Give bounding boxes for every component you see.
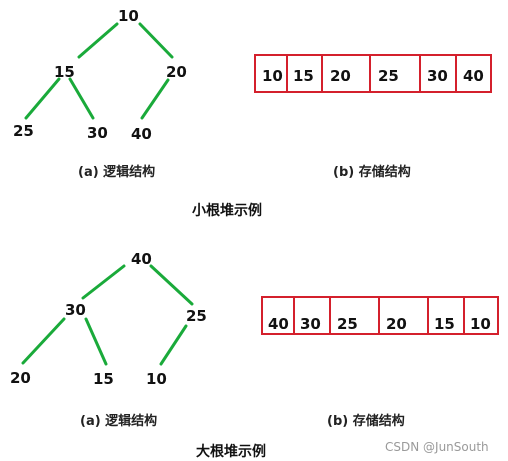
min-array-cell-2: 20 xyxy=(330,67,351,85)
edge-10-20 xyxy=(138,22,174,59)
min-heap-title: 小根堆示例 xyxy=(192,202,262,219)
min-heap-tree: 10 15 20 25 30 40 xyxy=(13,7,187,143)
min-array-cell-1: 15 xyxy=(293,67,314,85)
max-heap-array: 40 30 25 20 15 10 xyxy=(261,296,499,335)
max-tree-l2-a: 20 xyxy=(10,369,31,387)
edge-40-30 xyxy=(81,264,126,300)
max-array-cell-5: 10 xyxy=(470,315,491,333)
min-array-cell-5: 40 xyxy=(463,67,484,85)
edge-15-25 xyxy=(24,77,61,120)
max-heap-tree: 40 30 25 20 15 10 xyxy=(10,250,207,388)
min-tree-l2-a: 25 xyxy=(13,122,34,140)
max-tree-l1-right: 25 xyxy=(186,307,207,325)
edge-40-25 xyxy=(149,264,194,306)
edge-30-15 xyxy=(84,317,108,366)
min-caption-array: (b) 存储结构 xyxy=(333,164,411,180)
edge-20-40 xyxy=(140,78,170,120)
max-tree-l2-b: 15 xyxy=(93,370,114,388)
max-tree-l1-left: 30 xyxy=(65,301,86,319)
min-tree-root: 10 xyxy=(118,7,139,25)
edge-15-30 xyxy=(68,77,95,120)
min-array-cell-4: 30 xyxy=(427,67,448,85)
min-tree-l1-right: 20 xyxy=(166,63,187,81)
max-tree-l2-c: 10 xyxy=(146,370,167,388)
max-heap-title: 大根堆示例 xyxy=(196,443,266,460)
min-tree-l1-left: 15 xyxy=(54,63,75,81)
watermark: CSDN @JunSouth xyxy=(385,440,489,454)
edge-10-15 xyxy=(77,22,119,59)
array-outer-border xyxy=(254,54,492,93)
min-tree-l2-c: 40 xyxy=(131,125,152,143)
edge-25-10 xyxy=(159,324,188,366)
max-array-cell-0: 40 xyxy=(268,315,289,333)
min-array-cell-3: 25 xyxy=(378,67,399,85)
edge-30-20 xyxy=(21,317,66,365)
max-array-cell-1: 30 xyxy=(300,315,321,333)
min-tree-l2-b: 30 xyxy=(87,124,108,142)
max-array-cell-3: 20 xyxy=(386,315,407,333)
min-heap-array: 10 15 20 25 30 40 xyxy=(254,54,492,93)
min-array-cell-0: 10 xyxy=(262,67,283,85)
max-array-cell-4: 15 xyxy=(434,315,455,333)
max-array-cell-2: 25 xyxy=(337,315,358,333)
max-caption-array: (b) 存储结构 xyxy=(327,413,405,429)
max-tree-root: 40 xyxy=(131,250,152,268)
min-caption-tree: (a) 逻辑结构 xyxy=(78,164,155,180)
max-caption-tree: (a) 逻辑结构 xyxy=(80,413,157,429)
